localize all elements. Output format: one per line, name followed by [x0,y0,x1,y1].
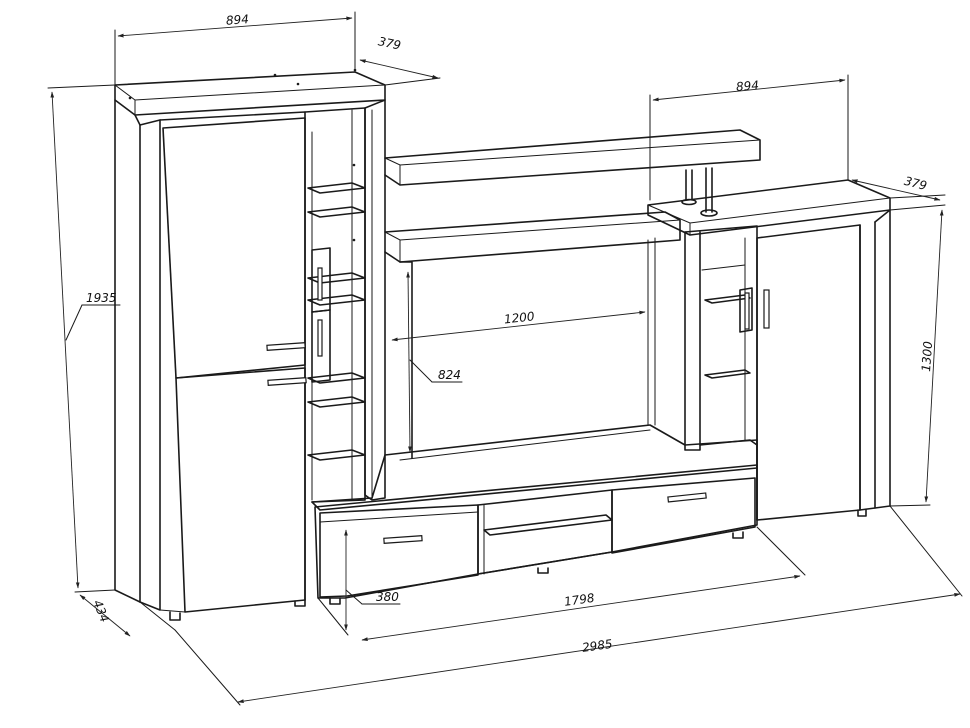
right-door-handle [763,289,770,329]
glass-door-handle-upper [317,267,323,301]
dim-right-height: 1300 [919,340,935,372]
dim-tv-depth: 380 [376,590,399,604]
dim-total-width: 2985 [581,637,613,655]
dim-right-depth: 379 [903,174,929,193]
dim-niche-height: 824 [438,368,461,382]
lower-door [175,367,306,613]
dim-plinth: 434 [90,598,112,624]
bridge-shelves [384,129,761,459]
dim-niche-width: 1200 [503,309,535,326]
upper-door-handle [266,342,306,351]
glass-door-handle-lower [317,319,323,357]
tv-right-drawer [611,477,756,554]
dim-left-depth: 379 [377,34,402,52]
dim-right-width: 894 [735,78,759,94]
tv-unit [311,424,758,605]
dim-left-width: 894 [226,12,250,28]
right-cabinet [647,179,891,521]
dimension-lines [47,11,963,706]
upper-door [162,117,306,379]
right-cabinet-door [756,224,861,521]
dim-tv-width: 1798 [563,591,596,609]
tv-right-drawer-handle [667,492,707,503]
tv-left-drawer-handle [383,535,423,544]
tv-left-drawer [319,504,479,598]
dim-total-height: 1935 [86,291,117,305]
left-tall-cabinet [114,68,386,621]
right-glass-handle [744,292,750,330]
lower-door-handle [267,377,307,386]
